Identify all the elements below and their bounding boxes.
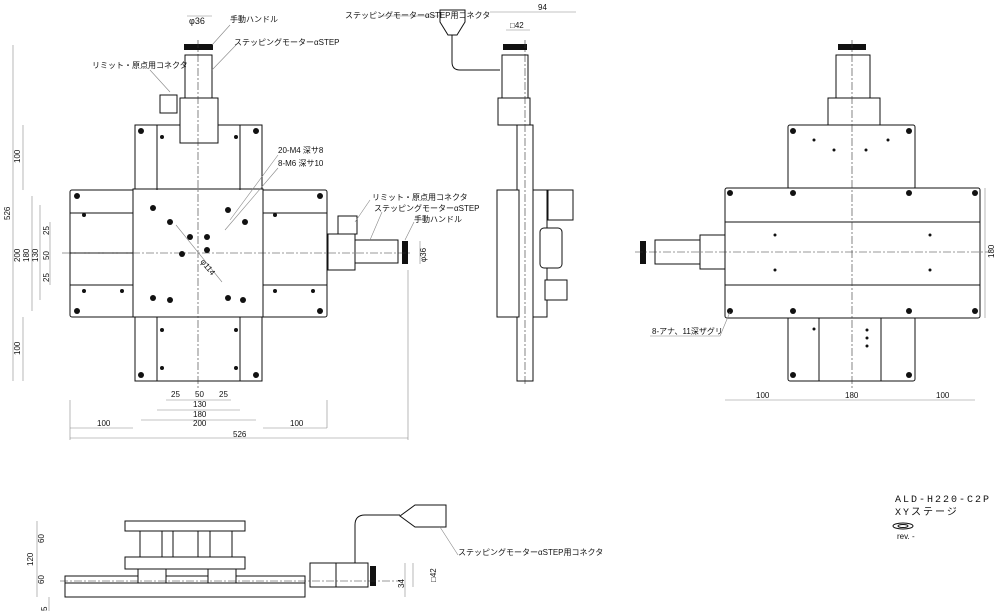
dim-h-200: 200: [193, 419, 207, 428]
top-limit-connector: [159, 94, 178, 114]
model-number: ALD-H220-C2P: [895, 495, 991, 506]
front-base: [64, 582, 306, 598]
title-block: ALD-H220-C2P XYステージ rev. -: [892, 495, 991, 541]
fv-connector-label: ステッピングモーターαSTEP用コネクタ: [458, 547, 603, 557]
tap-m6-label: 8-M6 深サ10: [278, 159, 324, 168]
top-manual-handle-label: 手動ハンドル: [230, 14, 278, 24]
dim-v-100-bottom: 100: [13, 341, 22, 355]
front-motor-connector: [399, 504, 447, 528]
fv-dim-34: 34: [397, 579, 406, 588]
right-handle-dia: φ36: [419, 247, 428, 262]
side-connector-cable: [451, 35, 500, 71]
right-connector-label: リミット・原点用コネクタ: [372, 193, 468, 202]
top-manual-handle: [184, 44, 213, 50]
top-motor-label: ステッピングモーターαSTEP: [234, 37, 340, 47]
front-top-plate: [124, 520, 246, 532]
side-dim-42: □42: [510, 21, 524, 30]
right-stepping-motor: [354, 239, 399, 264]
top-view: φ36 手動ハンドル ステッピングモーターαSTEP リミット・原点用コネクタ …: [3, 14, 480, 440]
dim-h-50: 50: [195, 390, 204, 399]
dim-h-100-left: 100: [97, 419, 111, 428]
y-axis-bottom-base: [134, 316, 263, 382]
front-mid-plate: [124, 556, 246, 570]
fv-dim-60-top: 60: [37, 534, 46, 543]
side-motor-connector: [439, 9, 466, 36]
bottom-base-plate: [724, 187, 981, 319]
fv-dim-60-bottom: 60: [37, 575, 46, 584]
bv-dim-100-right: 100: [936, 391, 950, 400]
right-limit-connector: [337, 215, 358, 235]
side-x-motor: [539, 227, 563, 269]
side-lower-plate: [496, 189, 520, 318]
product-name: XYステージ: [895, 507, 959, 519]
dim-v-50: 50: [42, 251, 51, 260]
bv-dim-100-left: 100: [756, 391, 770, 400]
bv-dim-v-180: 180: [987, 244, 996, 258]
leaders: [149, 24, 415, 283]
top-handle-dia: φ36: [189, 16, 205, 26]
dim-h-100-right: 100: [290, 419, 304, 428]
dim-h-526: 526: [233, 430, 247, 439]
dim-v-200: 200: [13, 248, 22, 262]
side-stepping-motor: [501, 54, 529, 99]
right-motor-label: ステッピングモーターαSTEP: [374, 203, 480, 213]
front-view: 60 120 60 5 34 □42 ステッピングモーターαSTEP用コネクタ: [26, 504, 603, 611]
right-handle-label: 手動ハンドル: [414, 214, 462, 224]
dim-h-25b: 25: [219, 390, 228, 399]
fv-dim-120: 120: [26, 552, 35, 566]
fv-dim-5: 5: [40, 606, 49, 611]
dim-v-130: 130: [31, 248, 40, 262]
fv-dim-42: □42: [429, 568, 438, 582]
side-connector-label: ステッピングモーターαSTEP用コネクタ: [345, 10, 490, 20]
dim-v-25a: 25: [42, 226, 51, 235]
bottom-view: 8-アナ、11深ザグリ 100 180 100 180: [635, 40, 996, 401]
top-connector-label: リミット・原点用コネクタ: [92, 61, 188, 70]
revision: rev. -: [897, 532, 915, 541]
side-view: ステッピングモーターαSTEP用コネクタ 94 □42: [345, 3, 576, 385]
dim-v-25b: 25: [42, 273, 51, 282]
side-dim-94: 94: [538, 3, 547, 12]
dim-h-25a: 25: [171, 390, 180, 399]
top-stepping-motor: [184, 54, 213, 99]
mounting-holes: [74, 128, 323, 378]
dim-h-180: 180: [193, 410, 207, 419]
right-motor-flange: [327, 233, 356, 271]
right-manual-handle: [402, 241, 408, 264]
logo-mark: [892, 522, 914, 530]
dim-v-526: 526: [3, 206, 12, 220]
bv-dim-180: 180: [845, 391, 859, 400]
dim-v-100-top: 100: [13, 149, 22, 163]
front-stepping-motor: [335, 562, 369, 588]
dim-v-180: 180: [22, 248, 31, 262]
top-motor-flange: [179, 97, 219, 144]
tap-m4-label: 20-M4 深サ8: [278, 146, 324, 155]
counterbore-label: 8-アナ、11深ザグリ: [652, 326, 723, 336]
dim-h-130: 130: [193, 400, 207, 409]
